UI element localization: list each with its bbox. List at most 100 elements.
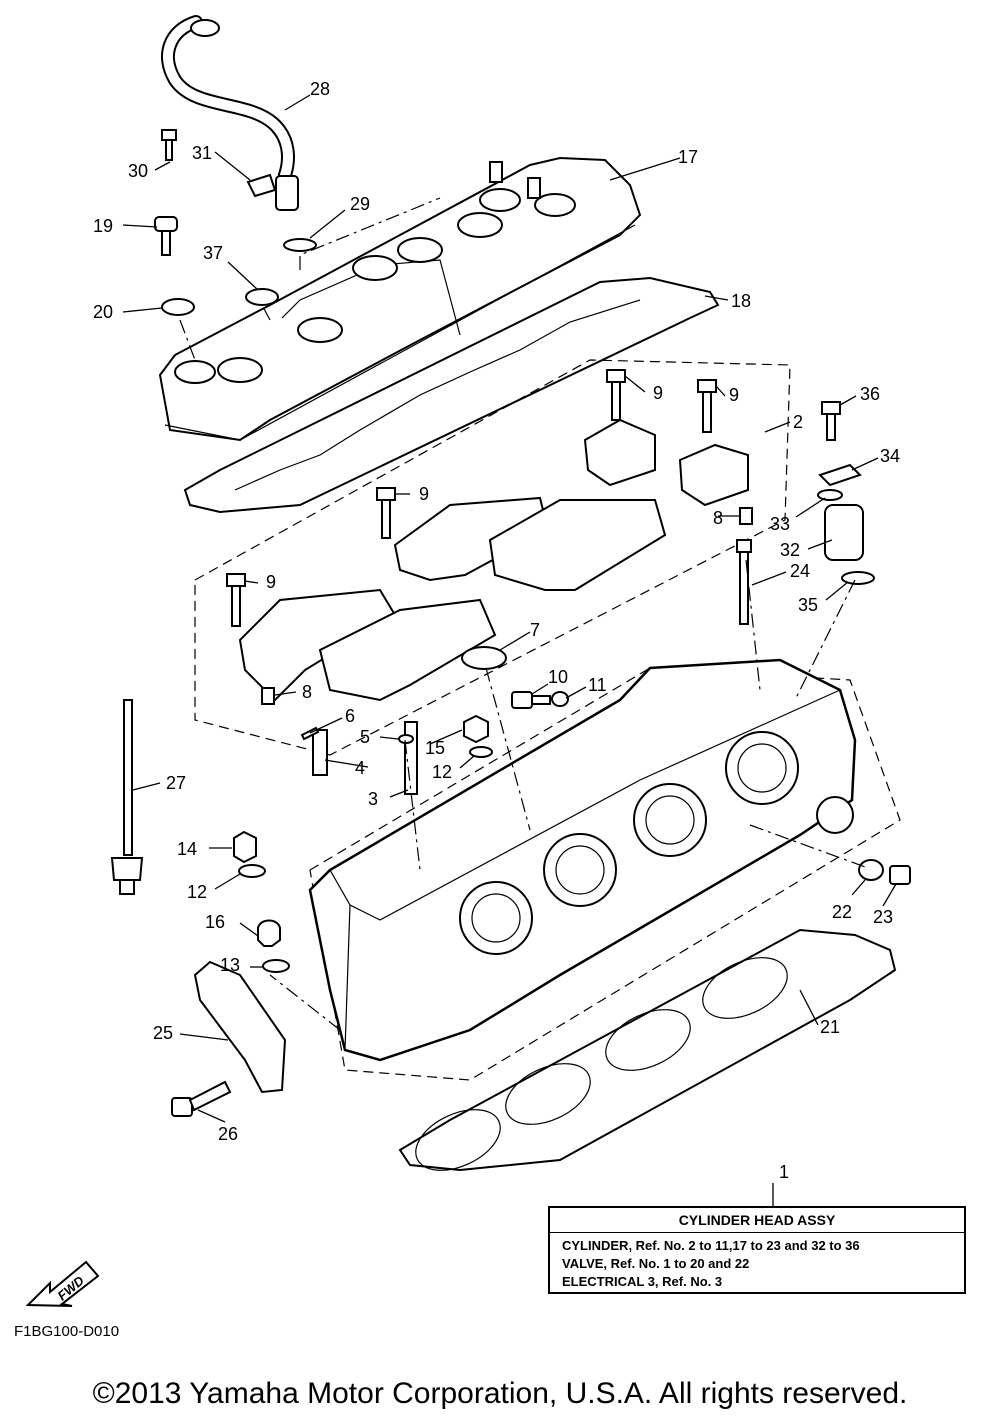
bracket-25 — [193, 960, 287, 1094]
plug-37 — [245, 288, 279, 306]
assembly-title: CYLINDER HEAD ASSY — [678, 1212, 836, 1228]
assembly-line-cylinder: CYLINDER, Ref. No. 2 to 11,17 to 23 and … — [562, 1238, 860, 1253]
assembly-line-valve: VALVE, Ref. No. 1 to 20 and 22 — [562, 1256, 750, 1271]
dowel-8 — [739, 507, 753, 525]
callout-27: 27 — [166, 773, 186, 793]
washer-20 — [161, 298, 195, 316]
cover-nipple — [527, 177, 541, 199]
callout-29: 29 — [350, 194, 370, 214]
callout-22: 22 — [832, 902, 852, 922]
callout-2: 2 — [793, 412, 803, 432]
washer-11 — [551, 691, 569, 707]
hose-end-fitting — [190, 19, 220, 37]
callout-24: 24 — [790, 561, 810, 581]
callout-4: 4 — [355, 758, 365, 778]
intake-port-1 — [459, 881, 533, 955]
washer-12 — [238, 864, 266, 878]
bolt-9 — [226, 573, 246, 587]
cam-cap-front-2 — [318, 598, 497, 702]
callout-9: 9 — [729, 385, 739, 405]
cover-nipple — [489, 161, 503, 183]
callout-10: 10 — [548, 667, 568, 687]
stud-24 — [736, 539, 752, 553]
callout-8: 8 — [302, 682, 312, 702]
callout-36: 36 — [860, 384, 880, 404]
plate-34 — [818, 463, 862, 487]
bolt-26 — [171, 1097, 193, 1117]
spark-plug-hole — [352, 255, 398, 281]
spark-plug-hole — [457, 212, 503, 238]
bolt-9 — [606, 369, 626, 383]
callout-31: 31 — [192, 143, 212, 163]
callout-16: 16 — [205, 912, 225, 932]
washer-12 — [469, 746, 493, 758]
callout-26: 26 — [218, 1124, 238, 1144]
callout-5: 5 — [360, 727, 370, 747]
temperature-sensor-27 — [123, 699, 133, 856]
callout-37: 37 — [203, 243, 223, 263]
callout-18: 18 — [731, 291, 751, 311]
breather-hose — [161, 15, 295, 182]
water-outlet — [816, 796, 854, 834]
bolt-10 — [511, 691, 533, 709]
callout-17: 17 — [678, 147, 698, 167]
callout-8: 8 — [713, 508, 723, 528]
callout-20: 20 — [93, 302, 113, 322]
dowel-8 — [261, 687, 275, 705]
callout-25: 25 — [153, 1023, 173, 1043]
hose-joint — [275, 175, 299, 211]
callout-23: 23 — [873, 907, 893, 927]
figure-code: F1BG100-D010 — [14, 1323, 120, 1340]
gasket-22 — [858, 859, 884, 881]
head-cover-gasket — [183, 276, 720, 514]
copyright-notice: ©2013 Yamaha Motor Corporation, U.S.A. A… — [92, 1377, 908, 1410]
callout-21: 21 — [820, 1017, 840, 1037]
callout-35: 35 — [798, 595, 818, 615]
assembly-divider — [550, 1232, 964, 1233]
callout-32: 32 — [780, 540, 800, 560]
cylinder-head-gasket — [398, 928, 897, 1172]
cap-nut-16 — [257, 919, 281, 947]
nut-14 — [233, 830, 257, 864]
spark-plug-hole — [217, 357, 263, 383]
o-ring-29 — [283, 238, 317, 252]
bolt-23 — [889, 865, 911, 885]
circlip-5 — [398, 734, 414, 744]
plug-7 — [461, 646, 507, 670]
callout-15: 15 — [425, 738, 445, 758]
callout-1: 1 — [779, 1162, 789, 1182]
washer-13 — [262, 959, 290, 973]
intake-port-2 — [543, 833, 617, 907]
spark-plug-hole — [174, 360, 216, 384]
callout-12: 12 — [432, 762, 452, 782]
cylinder-head-outline — [309, 667, 901, 1081]
callout-34: 34 — [880, 446, 900, 466]
callout-3: 3 — [368, 789, 378, 809]
clamp-31 — [246, 173, 277, 198]
spark-plug-hole — [479, 188, 521, 212]
callout-28: 28 — [310, 79, 330, 99]
fwd-arrow-icon: FWD — [25, 1260, 100, 1307]
leader-lines — [122, 94, 897, 1206]
callout-7: 7 — [530, 620, 540, 640]
oil-pipe-32 — [824, 504, 864, 561]
nut-15 — [463, 714, 489, 744]
intake-port-3 — [633, 783, 707, 857]
callout-9: 9 — [419, 484, 429, 504]
bolt-9 — [697, 379, 717, 393]
callout-6: 6 — [345, 706, 355, 726]
cam-cap-single-2 — [678, 443, 749, 507]
cam-cap-rear-2 — [488, 499, 667, 591]
bolt-36 — [821, 401, 841, 415]
callout-14: 14 — [177, 839, 197, 859]
spark-plug-hole — [297, 317, 343, 343]
spark-plug-hole — [397, 237, 443, 263]
callout-12: 12 — [187, 882, 207, 902]
callout-9: 9 — [266, 572, 276, 592]
spark-plug-hole — [534, 193, 576, 217]
o-ring-35 — [841, 571, 875, 585]
callout-9: 9 — [653, 383, 663, 403]
callout-13: 13 — [220, 955, 240, 975]
assembly-note-box: CYLINDER HEAD ASSY CYLINDER, Ref. No. 2 … — [548, 1206, 966, 1294]
